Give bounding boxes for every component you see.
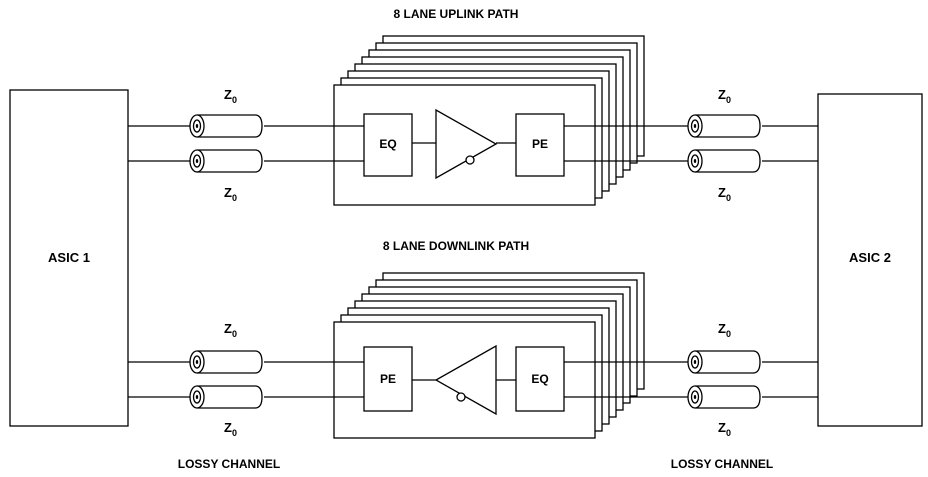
- coax-cable-uplink-left-bottom: [189, 149, 263, 173]
- downlink-wires: [128, 361, 818, 398]
- asic-2-label: ASIC 2: [849, 250, 891, 265]
- impedance-label-uplink-left-bottom: Z0: [224, 185, 237, 203]
- lossy-channel-right-label: LOSSY CHANNEL: [671, 457, 773, 471]
- uplink-eq-label: EQ: [379, 137, 396, 151]
- impedance-label-downlink-right-top: Z0: [718, 321, 731, 339]
- impedance-label-downlink-right-bottom: Z0: [718, 420, 731, 438]
- uplink-inverting-bubble: [465, 155, 475, 165]
- coax-cable-uplink-right-bottom: [687, 149, 761, 173]
- impedance-label-uplink-right-bottom: Z0: [718, 185, 731, 203]
- coax-cable-downlink-left-top: [189, 350, 263, 374]
- uplink-path-title: 8 LANE UPLINK PATH: [394, 7, 519, 21]
- impedance-label-uplink-right-top: Z0: [718, 87, 731, 105]
- coax-cable-uplink-right-top: [687, 114, 761, 138]
- uplink-pe-label: PE: [532, 137, 548, 151]
- uplink-pe-block: [515, 113, 565, 177]
- coax-cable-uplink-left-top: [189, 114, 263, 138]
- uplink-wires: [128, 125, 818, 162]
- coax-cable-downlink-left-bottom: [189, 385, 263, 409]
- downlink-path-title: 8 LANE DOWNLINK PATH: [383, 239, 529, 253]
- impedance-label-downlink-left-bottom: Z0: [224, 420, 237, 438]
- downlink-eq-block: [515, 346, 565, 412]
- coax-cable-downlink-right-top: [687, 350, 761, 374]
- asic-1-box: [9, 89, 129, 427]
- downlink-inverting-bubble: [456, 392, 466, 402]
- downlink-buffer-triangle: [434, 344, 497, 416]
- impedance-label-downlink-left-top: Z0: [224, 321, 237, 339]
- downlink-pe-label: PE: [380, 372, 396, 386]
- downlink-pe-block: [363, 346, 413, 412]
- impedance-label-uplink-left-top: Z0: [224, 87, 237, 105]
- coax-cable-downlink-right-bottom: [687, 385, 761, 409]
- uplink-eq-block: [363, 113, 413, 177]
- asic-1-label: ASIC 1: [48, 250, 90, 265]
- asic-2-box: [817, 93, 923, 427]
- lossy-channel-left-label: LOSSY CHANNEL: [178, 457, 280, 471]
- downlink-eq-label: EQ: [531, 372, 548, 386]
